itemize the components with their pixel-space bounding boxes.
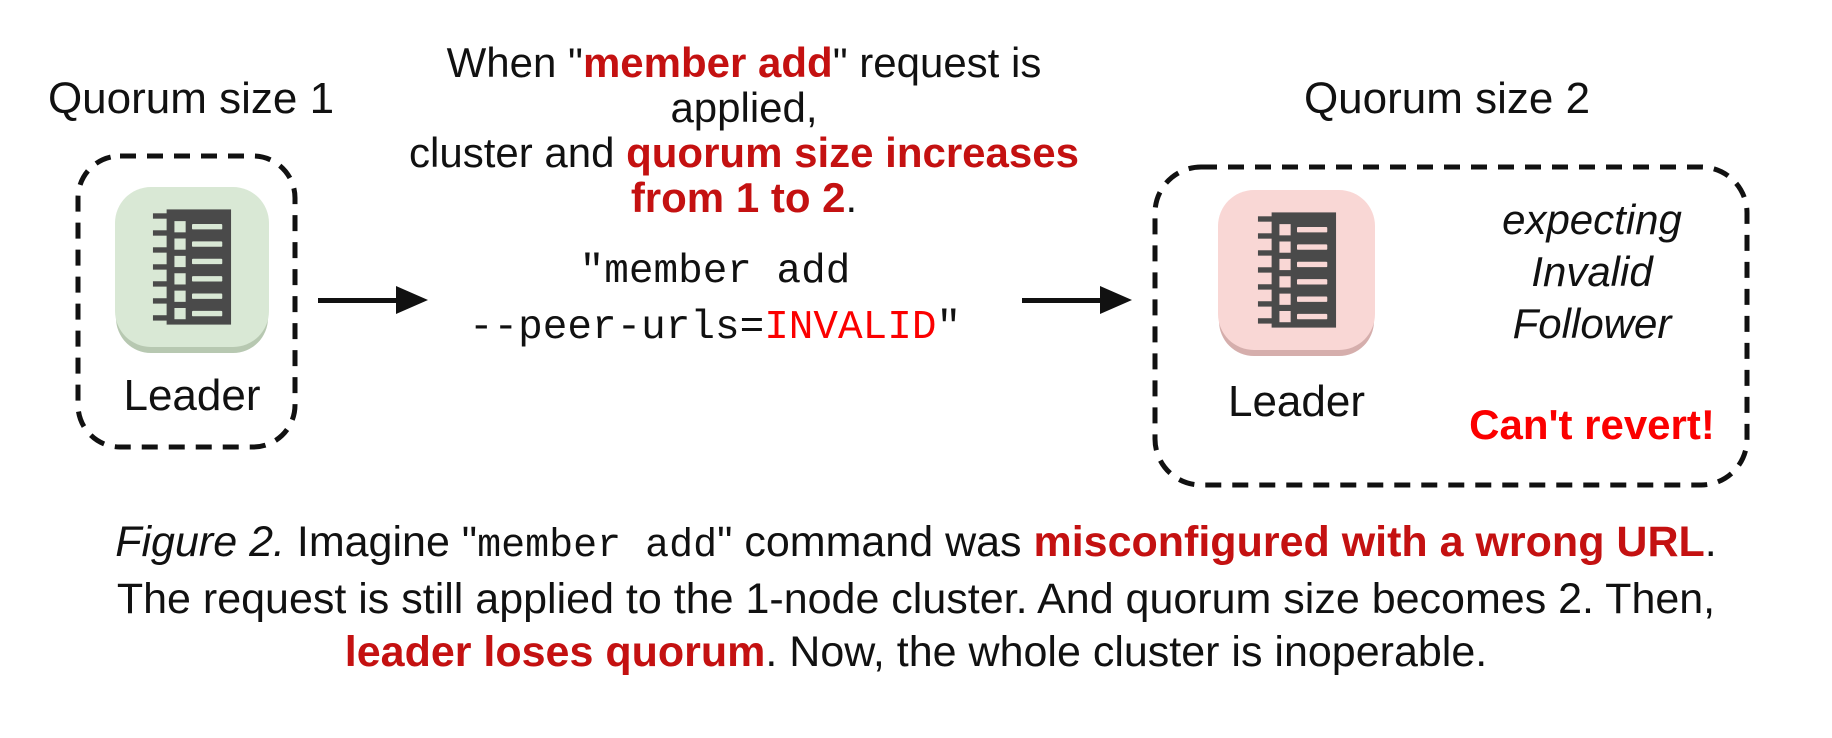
expecting-line1: expecting [1502, 196, 1682, 243]
caption-line1: Figure 2. Imagine "member add" command w… [115, 518, 1717, 569]
arrow-shaft [1022, 297, 1100, 303]
misconfigured-emphasis: misconfigured with a wrong URL [1033, 518, 1705, 566]
caption-member-add-code: member add [477, 524, 718, 569]
right-leader-label: Leader [1227, 377, 1365, 426]
right-quorum-title: Quorum size 2 [1303, 74, 1591, 123]
left-cluster-box: Leader [75, 153, 298, 450]
top-note-line2: cluster and quorum size increases [409, 129, 1079, 176]
expecting-line3: Follower [1512, 300, 1672, 347]
cant-revert-warning: Can't revert! [1469, 401, 1715, 448]
right-cluster-box: Leader expecting Invalid Follower Can't … [1152, 164, 1750, 488]
right-arrow-icon [1022, 286, 1132, 314]
quorum-increase-emphasis: quorum size increases [626, 129, 1079, 176]
command-line2: --peer-urls=INVALID" [468, 305, 962, 351]
expecting-invalid-follower-note: expecting Invalid Follower [1442, 194, 1742, 350]
dashed-border [1152, 164, 1750, 488]
ledger-list-icon [1257, 212, 1336, 328]
member-add-command: "member add --peer-urls=INVALID" [385, 244, 1045, 356]
arrow-shaft [318, 297, 396, 303]
command-line1: "member add [579, 249, 851, 295]
figure-number: Figure 2. [115, 518, 297, 566]
dashed-border [75, 153, 298, 450]
top-note-line1: When "member add" request is applied, [446, 39, 1042, 131]
ledger-list-icon [152, 209, 232, 325]
arrow-head [1100, 286, 1132, 314]
arrow-head [396, 286, 428, 314]
loses-quorum-emphasis: leader loses quorum [344, 628, 766, 676]
expecting-line2: Invalid [1531, 248, 1653, 295]
member-add-emphasis: member add [582, 39, 833, 86]
caption-line3: leader loses quorum. Now, the whole clus… [344, 628, 1488, 676]
top-note-line3: from 1 to 2. [630, 174, 858, 221]
caption-line2: The request is still applied to the 1-no… [116, 575, 1716, 623]
figure-caption: Figure 2. Imagine "member add" command w… [0, 516, 1832, 679]
leader-node-green [115, 187, 269, 347]
leader-node-pink [1218, 190, 1375, 350]
left-quorum-title: Quorum size 1 [47, 74, 335, 123]
left-arrow-icon [318, 286, 428, 314]
left-leader-label: Leader [123, 371, 261, 420]
invalid-url-text: INVALID [764, 305, 937, 351]
top-note: When "member add" request is applied, cl… [394, 40, 1094, 220]
